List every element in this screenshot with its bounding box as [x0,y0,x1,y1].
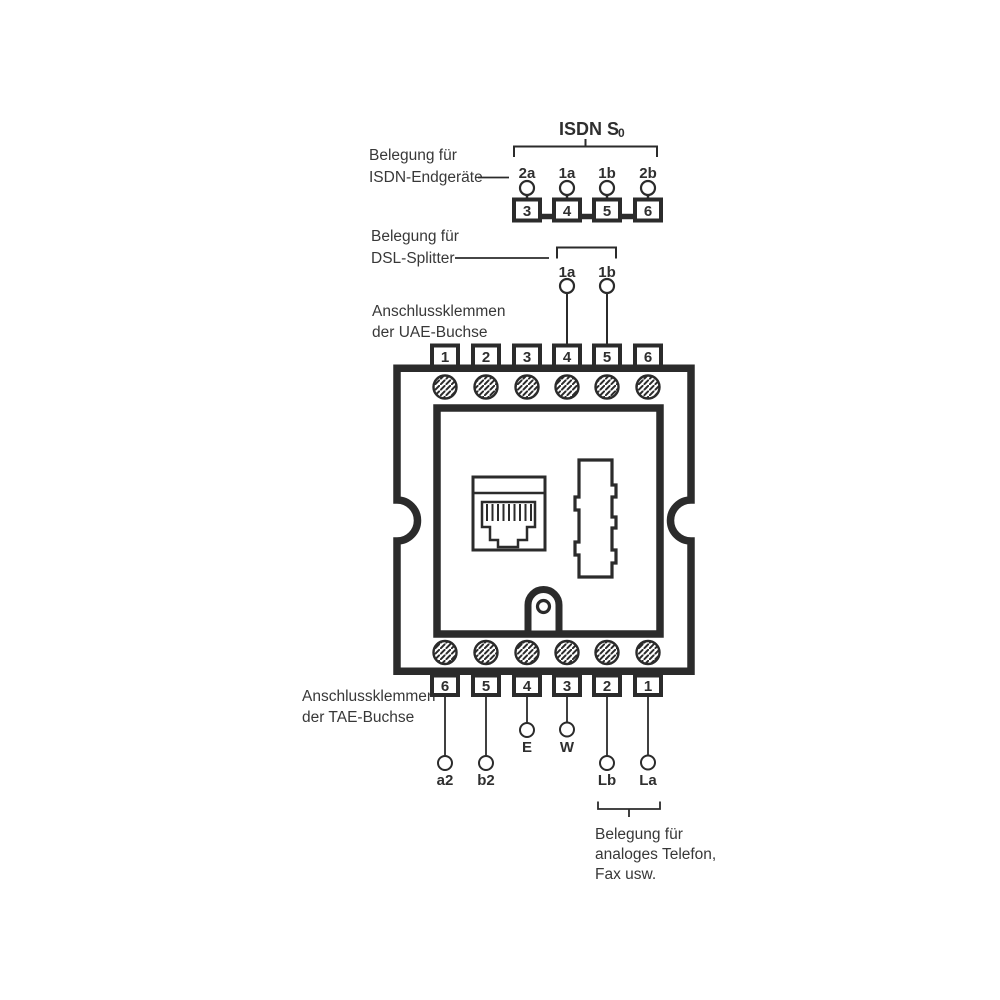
terminal-number: 2 [603,678,611,695]
terminal-number: 1 [644,678,652,695]
wire-label: 1a [559,264,576,281]
clamp-screw-hole [535,598,552,615]
wire-circle [640,754,656,771]
wire-stems [525,195,650,200]
tae-cutout-icon [573,458,618,579]
screw-icon [635,374,661,400]
wire-label: Lb [598,772,616,789]
tae-connection-lines [444,695,649,756]
terminal-number: 6 [441,678,449,695]
isdn-title-subscript: 0 [618,126,625,140]
tae-wire-circles [437,721,656,771]
terminal-number: 5 [482,678,490,695]
wire-label: 2b [639,165,657,182]
screw-icon [432,639,458,666]
uae-terminal-boxes [430,343,663,369]
wire-circle [598,179,616,197]
terminal-number: 6 [644,203,652,220]
tae-caption-line2: der TAE-Buchse [302,709,414,726]
isdn-bracket [513,139,658,157]
dsl-bracket [556,246,617,259]
wire-label: La [639,772,657,789]
outer-housing [393,364,695,675]
dsl-connection-lines [566,293,608,345]
terminal-number: 3 [523,349,531,366]
wire-circle [437,755,453,771]
wire-circle [598,277,616,295]
terminal-box [552,197,582,223]
screw-icon [473,374,499,400]
wire-label: W [560,739,575,756]
wire-circle [639,179,657,197]
isdn-caption-line1: Belegung für [369,147,457,164]
tae-terminal-boxes [430,673,663,697]
bottom-screw-row [432,639,661,666]
terminal-number: 4 [563,203,572,220]
screw-icon [635,639,661,666]
rj45-socket-icon [471,475,547,552]
screw-icon [432,374,458,400]
wire-circle [599,755,615,771]
wire-label: 2a [519,165,536,182]
dsl-caption-line1: Belegung für [371,228,459,245]
wire-circle [558,179,576,197]
terminal-number: 3 [563,678,571,695]
wire-label: a2 [437,772,454,789]
screw-icon [594,374,620,400]
terminal-box [592,197,622,223]
terminal-box [633,197,663,223]
terminal-number: 4 [523,678,532,695]
wire-label: 1b [598,264,616,281]
top-screw-row [432,374,661,400]
dsl-caption-line2: DSL-Splitter [371,250,455,267]
isdn-terminal-boxes [512,197,663,223]
uae-caption-line2: der UAE-Buchse [372,324,487,341]
analog-bracket [597,801,661,817]
uae-caption-line1: Anschlussklemmen [372,303,506,320]
terminal-number: 5 [603,349,611,366]
screw-icon [514,374,540,400]
screw-icon [473,639,499,666]
screw-icon [554,374,580,400]
wire-circle [519,722,535,738]
analog-caption-line1: Belegung für [595,826,683,843]
analog-caption-line2: analoges Telefon, [595,846,716,863]
terminal-number: 1 [441,349,449,366]
rj45-opening [480,500,537,549]
wire-circle [558,277,576,295]
terminal-number: 3 [523,203,531,220]
terminal-number: 2 [482,349,490,366]
terminal-number: 4 [563,349,572,366]
wire-label: E [522,739,532,756]
screw-icon [594,639,620,666]
wire-label: 1b [598,165,616,182]
isdn-title: ISDN S [559,119,619,139]
terminal-number: 5 [603,203,611,220]
screw-icon [554,639,580,666]
wire-circle [559,721,575,738]
wire-circle [478,755,494,771]
isdn-wire-circles [518,179,657,197]
analog-caption-line3: Fax usw. [595,866,656,883]
isdn-caption-line2: ISDN-Endgeräte [369,169,483,186]
wire-circle [518,179,536,197]
inner-housing [433,404,664,638]
wire-label: 1a [559,165,576,182]
rj45-contact-pins [486,504,532,521]
screw-icon [514,639,540,666]
terminal-box [512,197,542,223]
wire-label: b2 [477,772,495,789]
tae-caption-line1: Anschlussklemmen [302,688,436,705]
terminal-number: 6 [644,349,652,366]
